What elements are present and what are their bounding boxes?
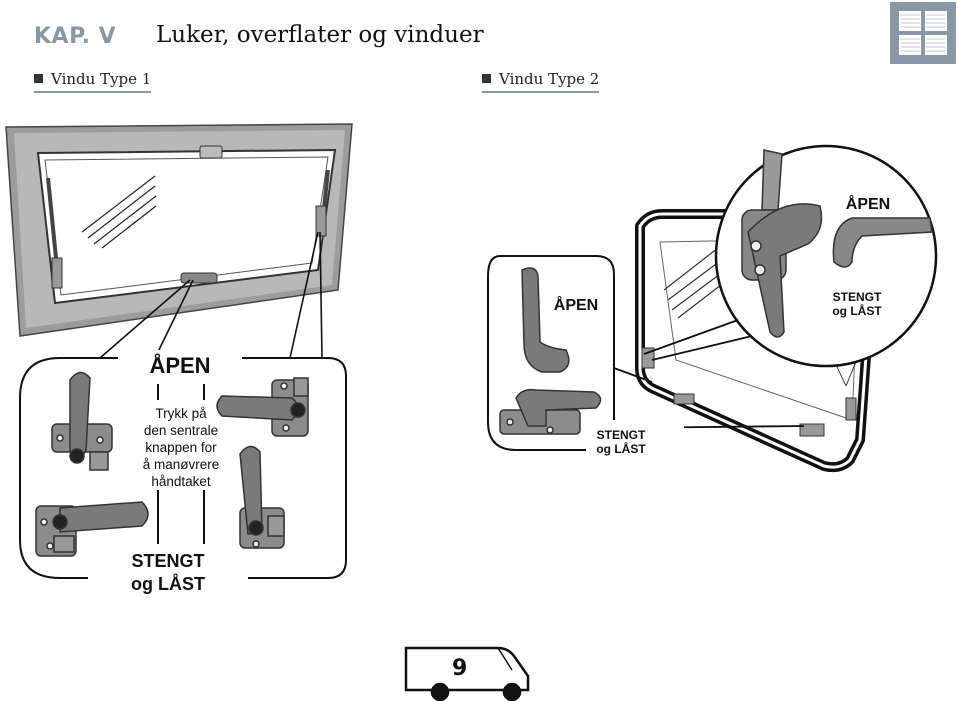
instruction-line: knappen for (145, 440, 217, 455)
instruction-line: Trykk på (155, 406, 207, 421)
handle-closed-left-drawing (35, 501, 149, 557)
type2-handle-open-drawing (521, 267, 570, 373)
handle-open-right-drawing (216, 377, 309, 437)
motorhome-icon (404, 646, 530, 701)
bullet-square-icon (482, 74, 491, 83)
section-window-type-2: Vindu Type 2 (482, 70, 600, 93)
window-chapter-icon (890, 2, 956, 64)
chapter-label: KAP. V (34, 24, 117, 49)
type2-zoom-closed-label: STENGT og LÅST (822, 290, 892, 318)
type1-window-drawing (5, 123, 353, 337)
type2-open-label: ÅPEN (553, 297, 599, 314)
type2-closed-label: STENGT og LÅST (588, 428, 654, 456)
zoom-handle-open-drawing (741, 149, 823, 338)
zoom-handle-closed-drawing (832, 217, 933, 268)
closed-line-1: STENGT (832, 290, 882, 304)
instruction-line: den sentrale (143, 423, 219, 438)
closed-line-1: STENGT (596, 428, 646, 442)
type1-open-label: ÅPEN (149, 353, 211, 378)
closed-line-2: og LÅST (596, 442, 646, 456)
instruction-line: håndtaket (151, 474, 211, 489)
type2-zoom-open-label: ÅPEN (845, 196, 891, 213)
instruction-line: å manøvrere (142, 457, 220, 472)
type1-closed-label: STENGT og LÅST (98, 550, 238, 596)
closed-line-2: og LÅST (131, 574, 205, 594)
section-window-type-1: Vindu Type 1 (34, 70, 152, 93)
closed-line-2: og LÅST (832, 304, 882, 318)
bullet-square-icon (34, 74, 43, 83)
page-title: Luker, overflater og vinduer (156, 22, 484, 48)
page-number: 9 (452, 656, 468, 681)
type1-instruction: Trykk på den sentrale knappen for å manø… (114, 405, 248, 490)
handle-closed-right-drawing (239, 445, 285, 549)
section-label: Vindu Type 2 (499, 70, 600, 88)
closed-line-1: STENGT (131, 551, 205, 571)
type2-handle-closed-drawing (499, 388, 602, 435)
section-label: Vindu Type 1 (51, 70, 152, 88)
handle-open-left-drawing (51, 371, 113, 471)
